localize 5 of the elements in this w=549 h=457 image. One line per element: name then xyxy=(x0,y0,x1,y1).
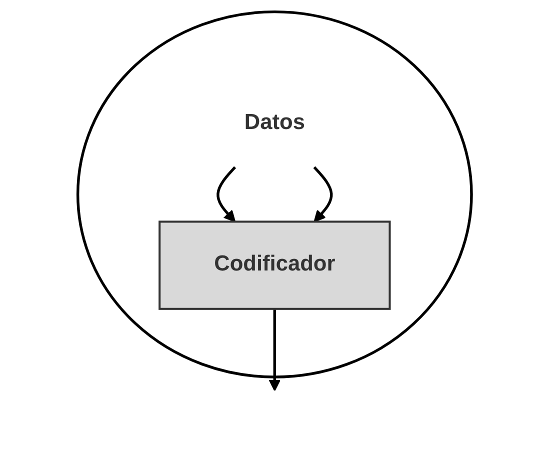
arrow xyxy=(313,166,333,222)
arrow xyxy=(268,308,280,392)
arrow xyxy=(216,166,236,222)
node-box: Codificador xyxy=(158,220,391,310)
node-text: Datos xyxy=(244,111,305,134)
